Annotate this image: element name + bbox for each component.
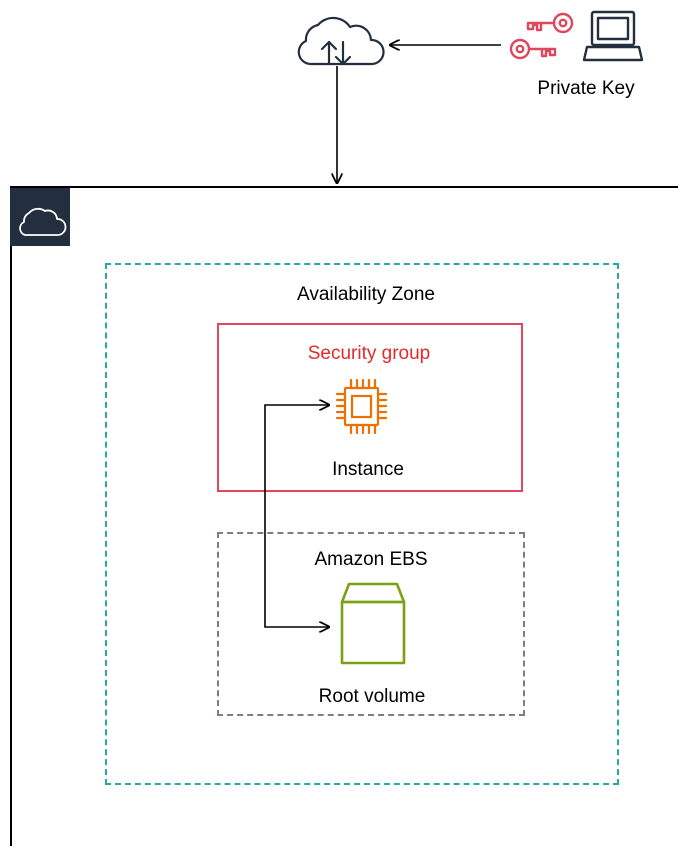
ebs-box (217, 532, 525, 716)
laptop-icon (582, 10, 644, 62)
chip-icon (335, 378, 388, 435)
diagram-canvas (19, 10, 644, 665)
security-group-box (217, 323, 523, 492)
region-tab (10, 188, 70, 246)
region-container (10, 186, 678, 846)
cloud-icon (19, 207, 67, 236)
security-group-label: Security group (307, 343, 431, 364)
arrow-instance-volume (264, 405, 329, 627)
root-volume-label: Root volume (318, 686, 426, 707)
private-key-label: Private Key (537, 78, 635, 99)
availability-zone-label: Availability Zone (296, 284, 436, 305)
instance-label: Instance (332, 459, 404, 480)
availability-zone-box (105, 263, 619, 785)
ebs-volume-icon (340, 582, 406, 665)
key-icon (509, 12, 574, 60)
cloud-upload-download-icon (297, 16, 385, 66)
ebs-label: Amazon EBS (314, 549, 428, 570)
